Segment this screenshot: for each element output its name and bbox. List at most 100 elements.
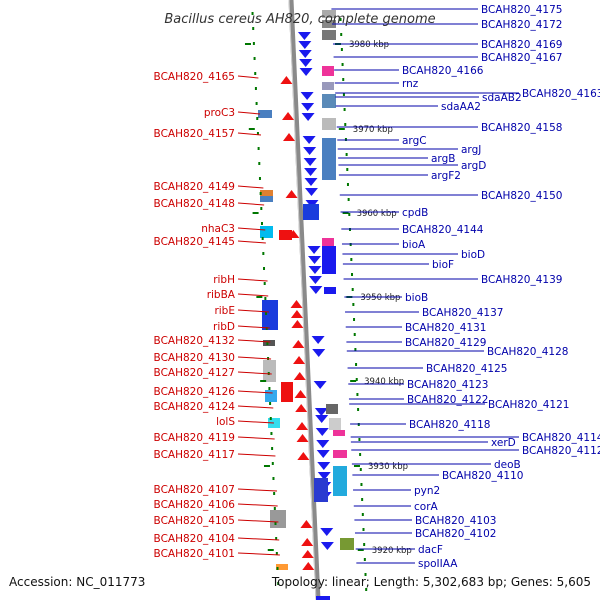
accession-text: Accession: NC_011773 [9,575,145,589]
forward-gene-arrow [316,450,330,458]
scale-mark-label: 3950 kbp [360,293,400,303]
left-gene-label: BCAH820_4130 [154,352,235,364]
track-tick [342,78,345,81]
gene-block [333,430,345,436]
gene-block [322,238,334,246]
reverse-gene-arrow [302,562,315,570]
forward-gene-arrow [315,415,329,423]
right-gene-label: corA [414,501,439,513]
track-tick [265,327,268,330]
track-tick [340,48,343,51]
track-tick [261,237,264,240]
track-tick [251,12,254,15]
left-leader-line [237,390,273,394]
forward-gene-arrow [302,136,316,144]
scale-mark-label: 3930 kbp [368,462,408,472]
right-gene-label: BCAH820_4175 [481,4,562,16]
reverse-gene-arrow [290,300,303,308]
track-tick [263,267,266,270]
forward-gene-block [316,596,330,600]
track-tick [340,33,343,36]
left-gene-label: BCAH820_4106 [154,499,236,511]
gene-block [265,390,277,402]
reverse-gene-arrow [295,404,308,412]
gene-block [322,66,334,76]
track-tick [277,582,280,585]
scale-mark-label: 3960 kbp [357,209,397,219]
track-tick [347,198,350,201]
track-tick [257,147,260,150]
forward-gene-arrow [315,428,329,436]
right-gene-label: BCAH820_4110 [442,470,523,482]
left-leader-line [237,436,275,440]
left-gene-label: BCAH820_4165 [154,71,235,83]
right-gene-label: BCAH820_4114 [522,432,600,444]
track-tick [339,18,342,21]
right-gene-label: BCAH820_4169 [481,39,562,51]
right-gene-label: BCAH820_4102 [415,528,496,540]
track-tick [259,192,262,195]
track-tick [262,252,265,255]
track-tick [266,342,269,345]
forward-gene-arrow [304,178,318,186]
right-gene-label: bioB [405,292,428,304]
reverse-gene-arrow [292,340,305,348]
page-title: Bacillus cereus AH820, complete genome [164,12,435,27]
reverse-gene-arrow [280,76,293,84]
right-gene-label: BCAH820_4121 [488,399,569,411]
reverse-gene-arrow [301,538,314,546]
reverse-gene-arrow [297,452,310,460]
reverse-gene-arrow [291,320,304,328]
gene-block [340,538,354,550]
right-gene-label: BCAH820_4112 [522,445,600,457]
left-gene-label: BCAH820_4157 [154,128,235,140]
left-gene-label: ribBA [207,289,236,301]
label-leader-lines [237,8,519,564]
track-tick [343,108,346,111]
track-tick [265,312,268,315]
left-leader-line [237,278,268,282]
left-leader-line [237,537,280,541]
forward-gene-arrow [298,50,312,58]
forward-gene-block [324,287,336,294]
track-tick [268,387,271,390]
track-tick [264,297,267,300]
track-tick [364,573,367,576]
forward-gene-arrow [313,381,327,389]
gene-labels: BCAH820_4165proC3BCAH820_4157BCAH820_414… [154,4,600,570]
left-leader-line [237,420,274,424]
gene-block [322,30,336,40]
track-tick [252,42,255,45]
track-tick [351,273,354,276]
left-leader-line [237,453,276,457]
gene-block [260,226,273,238]
scale-mark-label: 3940 kbp [364,377,404,387]
genome-axis-line [288,0,321,600]
right-gene-label: argB [431,153,455,165]
scale-mark-label: 3970 kbp [353,125,393,135]
right-gene-label: BCAH820_4163 [522,88,600,100]
reverse-gene-block [279,230,292,240]
track-tick [256,132,259,135]
forward-gene-arrow [317,472,331,480]
track-tick [260,207,263,210]
right-gene-label: BCAH820_4150 [481,190,562,202]
track-tick [253,57,256,60]
right-gene-label: BCAH820_4166 [402,65,484,77]
track-tick [363,558,366,561]
reverse-gene-arrow [282,133,295,141]
track-tick [263,282,266,285]
track-tick [269,402,272,405]
track-tick [358,438,361,441]
gene-block [268,418,280,428]
track-tick [359,453,362,456]
track-tick [357,408,360,411]
gene-block [322,10,336,18]
forward-gene-arrow [320,542,334,550]
track-tick [254,72,257,75]
left-gene-label: BCAH820_4149 [154,181,235,193]
left-leader-line [237,132,262,136]
track-tick [360,483,363,486]
left-gene-label: BCAH820_4132 [154,335,235,347]
track-tick [342,93,345,96]
